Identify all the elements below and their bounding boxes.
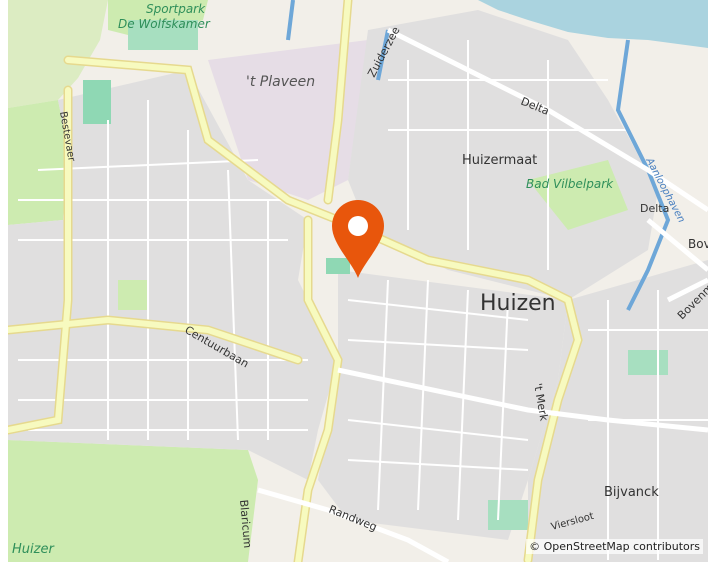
label-sportpark: Sportpark xyxy=(146,2,206,16)
label-plaveen: 't Plaveen xyxy=(246,74,315,90)
bad-vilbelpark-area xyxy=(528,160,628,230)
map-pin-icon[interactable] xyxy=(332,200,384,278)
attribution[interactable]: © OpenStreetMap contributors xyxy=(526,539,703,554)
label-delta-right: Delta xyxy=(640,202,669,215)
label-huizer: Huizer xyxy=(12,542,55,557)
secondary-roads xyxy=(257,27,708,562)
pin-center xyxy=(348,216,368,236)
farmland-northwest xyxy=(8,0,108,108)
canals xyxy=(286,0,671,311)
label-bad-vilbelpark: Bad Vilbelpark xyxy=(526,177,614,191)
street-grid-east xyxy=(347,40,708,560)
pitch-central xyxy=(326,258,350,274)
pin-body xyxy=(332,200,384,278)
green-southwest xyxy=(8,440,258,562)
map-canvas[interactable]: Sportpark De Wolfskamer 't Plaveen Zuide… xyxy=(8,0,708,562)
label-huizen: Huizen xyxy=(480,291,556,316)
residential-north xyxy=(348,10,658,300)
street-grid-west xyxy=(18,100,308,441)
lake-water xyxy=(478,0,708,48)
sports-fields-north xyxy=(128,20,198,50)
label-bijvanck: Bijvanck xyxy=(604,485,659,500)
pitch-south xyxy=(488,500,528,530)
sports-field xyxy=(83,80,111,124)
green-west xyxy=(8,100,68,225)
label-huizermaat: Huizermaat xyxy=(462,153,537,168)
pitch-east xyxy=(628,350,668,375)
label-wolfskamer: De Wolfskamer xyxy=(118,17,211,31)
label-bov-top: Bov xyxy=(688,237,708,251)
park-west xyxy=(118,280,148,310)
residential-west xyxy=(8,70,338,480)
label-blaricum: Blaricum xyxy=(237,499,254,549)
